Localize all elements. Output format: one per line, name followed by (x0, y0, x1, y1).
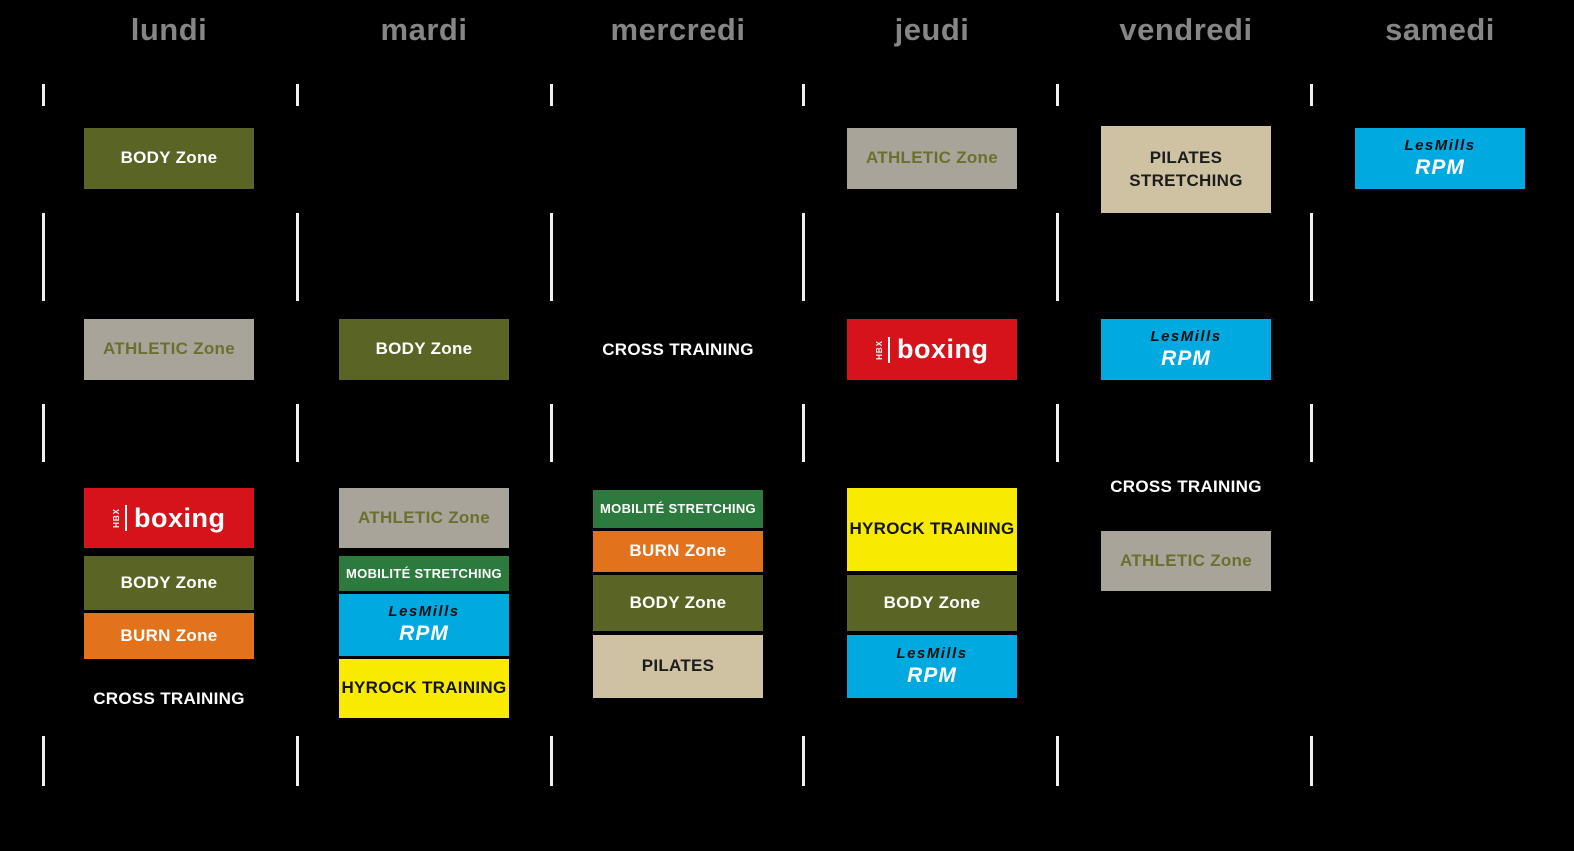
class-block-athletic-zone: ATHLETIC Zone (339, 488, 509, 548)
column-divider-segment (296, 736, 299, 786)
class-label: BURN Zone (629, 541, 727, 561)
class-label: BODY Zone (629, 592, 727, 612)
class-label: BODY Zone (120, 572, 218, 592)
column-divider-segment (42, 213, 45, 301)
class-block-lesmills-rpm: LesMills RPM (1101, 319, 1271, 380)
class-label: RPM (1161, 346, 1211, 370)
class-label-line2: STRETCHING (1129, 170, 1243, 190)
class-block-mobilite-stretching: MOBILITÉ STRETCHING (593, 490, 763, 528)
class-label: MOBILITÉ STRETCHING (600, 501, 756, 517)
class-label: BODY Zone (375, 339, 473, 359)
column-divider-segment (550, 404, 553, 462)
class-block-pilates: PILATES (593, 635, 763, 698)
column-divider-segment (42, 404, 45, 462)
column-divider-segment (550, 213, 553, 301)
class-label: RPM (907, 663, 957, 687)
class-label: CROSS TRAINING (602, 339, 754, 359)
column-divider-segment (42, 736, 45, 786)
column-divider-segment (1056, 84, 1059, 106)
lesmills-logo: LesMills (1150, 327, 1222, 345)
hbx-logo: HBX (112, 508, 122, 528)
class-label: BODY Zone (120, 148, 218, 168)
class-block-body-zone: BODY Zone (84, 128, 254, 189)
hbx-logo-divider (125, 505, 128, 531)
column-divider-segment (550, 736, 553, 786)
class-block-burn-zone: BURN Zone (593, 531, 763, 572)
column-divider-segment (550, 84, 553, 106)
class-label-line1: PILATES (1149, 147, 1223, 167)
class-label: RPM (399, 622, 449, 646)
class-label: ATHLETIC Zone (357, 507, 490, 527)
class-block-burn-zone: BURN Zone (84, 613, 254, 659)
column-divider-segment (42, 84, 45, 106)
class-block-lesmills-rpm: LesMills RPM (339, 594, 509, 656)
class-label: ATHLETIC Zone (102, 339, 235, 359)
lesmills-logo: LesMills (1404, 136, 1476, 154)
class-block-cross-training: CROSS TRAINING (1101, 473, 1271, 501)
class-block-hbx-boxing: HBX boxing (84, 488, 254, 548)
class-block-body-zone: BODY Zone (84, 556, 254, 610)
day-header-mercredi: mercredi (610, 12, 746, 47)
class-label: ATHLETIC Zone (865, 148, 998, 168)
column-divider-segment (1056, 213, 1059, 301)
hbx-logo: HBX (875, 339, 885, 360)
class-block-athletic-zone: ATHLETIC Zone (847, 128, 1017, 189)
class-label: boxing (897, 334, 989, 365)
class-label: HYROCK TRAINING (849, 519, 1015, 539)
class-block-mobilite-stretching: MOBILITÉ STRETCHING (339, 556, 509, 591)
class-label: CROSS TRAINING (93, 688, 245, 708)
day-header-jeudi: jeudi (894, 12, 970, 47)
class-block-lesmills-rpm: LesMills RPM (1355, 128, 1525, 189)
class-label: BURN Zone (120, 625, 218, 645)
column-divider-segment (1310, 84, 1313, 106)
class-block-pilates-stretching: PILATES STRETCHING (1101, 126, 1271, 213)
class-label: MOBILITÉ STRETCHING (346, 565, 502, 581)
column-divider-segment (802, 213, 805, 301)
lesmills-logo: LesMills (896, 644, 968, 662)
class-block-athletic-zone: ATHLETIC Zone (84, 319, 254, 380)
column-divider-segment (1056, 736, 1059, 786)
class-label: RPM (1415, 155, 1465, 179)
class-block-body-zone: BODY Zone (593, 575, 763, 631)
class-block-athletic-zone: ATHLETIC Zone (1101, 531, 1271, 591)
column-divider-segment (296, 213, 299, 301)
column-divider-segment (802, 736, 805, 786)
class-block-cross-training: CROSS TRAINING (593, 336, 763, 364)
class-block-cross-training: CROSS TRAINING (84, 685, 254, 713)
column-divider-segment (802, 404, 805, 462)
day-header-lundi: lundi (130, 12, 208, 47)
day-header-mardi: mardi (380, 12, 468, 47)
class-label: boxing (134, 502, 226, 533)
lesmills-logo: LesMills (388, 603, 460, 621)
column-divider-segment (1310, 404, 1313, 462)
class-block-hyrock-training: HYROCK TRAINING (339, 659, 509, 718)
column-divider-segment (1310, 213, 1313, 301)
column-divider-segment (1310, 736, 1313, 786)
day-header-samedi: samedi (1385, 12, 1495, 47)
class-block-hbx-boxing: HBX boxing (847, 319, 1017, 380)
class-label: BODY Zone (883, 592, 981, 612)
class-block-body-zone: BODY Zone (339, 319, 509, 380)
class-label: HYROCK TRAINING (341, 678, 507, 698)
class-block-lesmills-rpm: LesMills RPM (847, 635, 1017, 698)
class-label: ATHLETIC Zone (1119, 550, 1252, 570)
column-divider-segment (1056, 404, 1059, 462)
hbx-logo-divider (888, 336, 891, 363)
class-label: CROSS TRAINING (1110, 476, 1262, 496)
class-label: PILATES (641, 656, 715, 676)
column-divider-segment (802, 84, 805, 106)
class-block-body-zone: BODY Zone (847, 575, 1017, 631)
column-divider-segment (296, 404, 299, 462)
column-divider-segment (296, 84, 299, 106)
day-header-vendredi: vendredi (1119, 12, 1253, 47)
class-block-hyrock-training: HYROCK TRAINING (847, 488, 1017, 571)
